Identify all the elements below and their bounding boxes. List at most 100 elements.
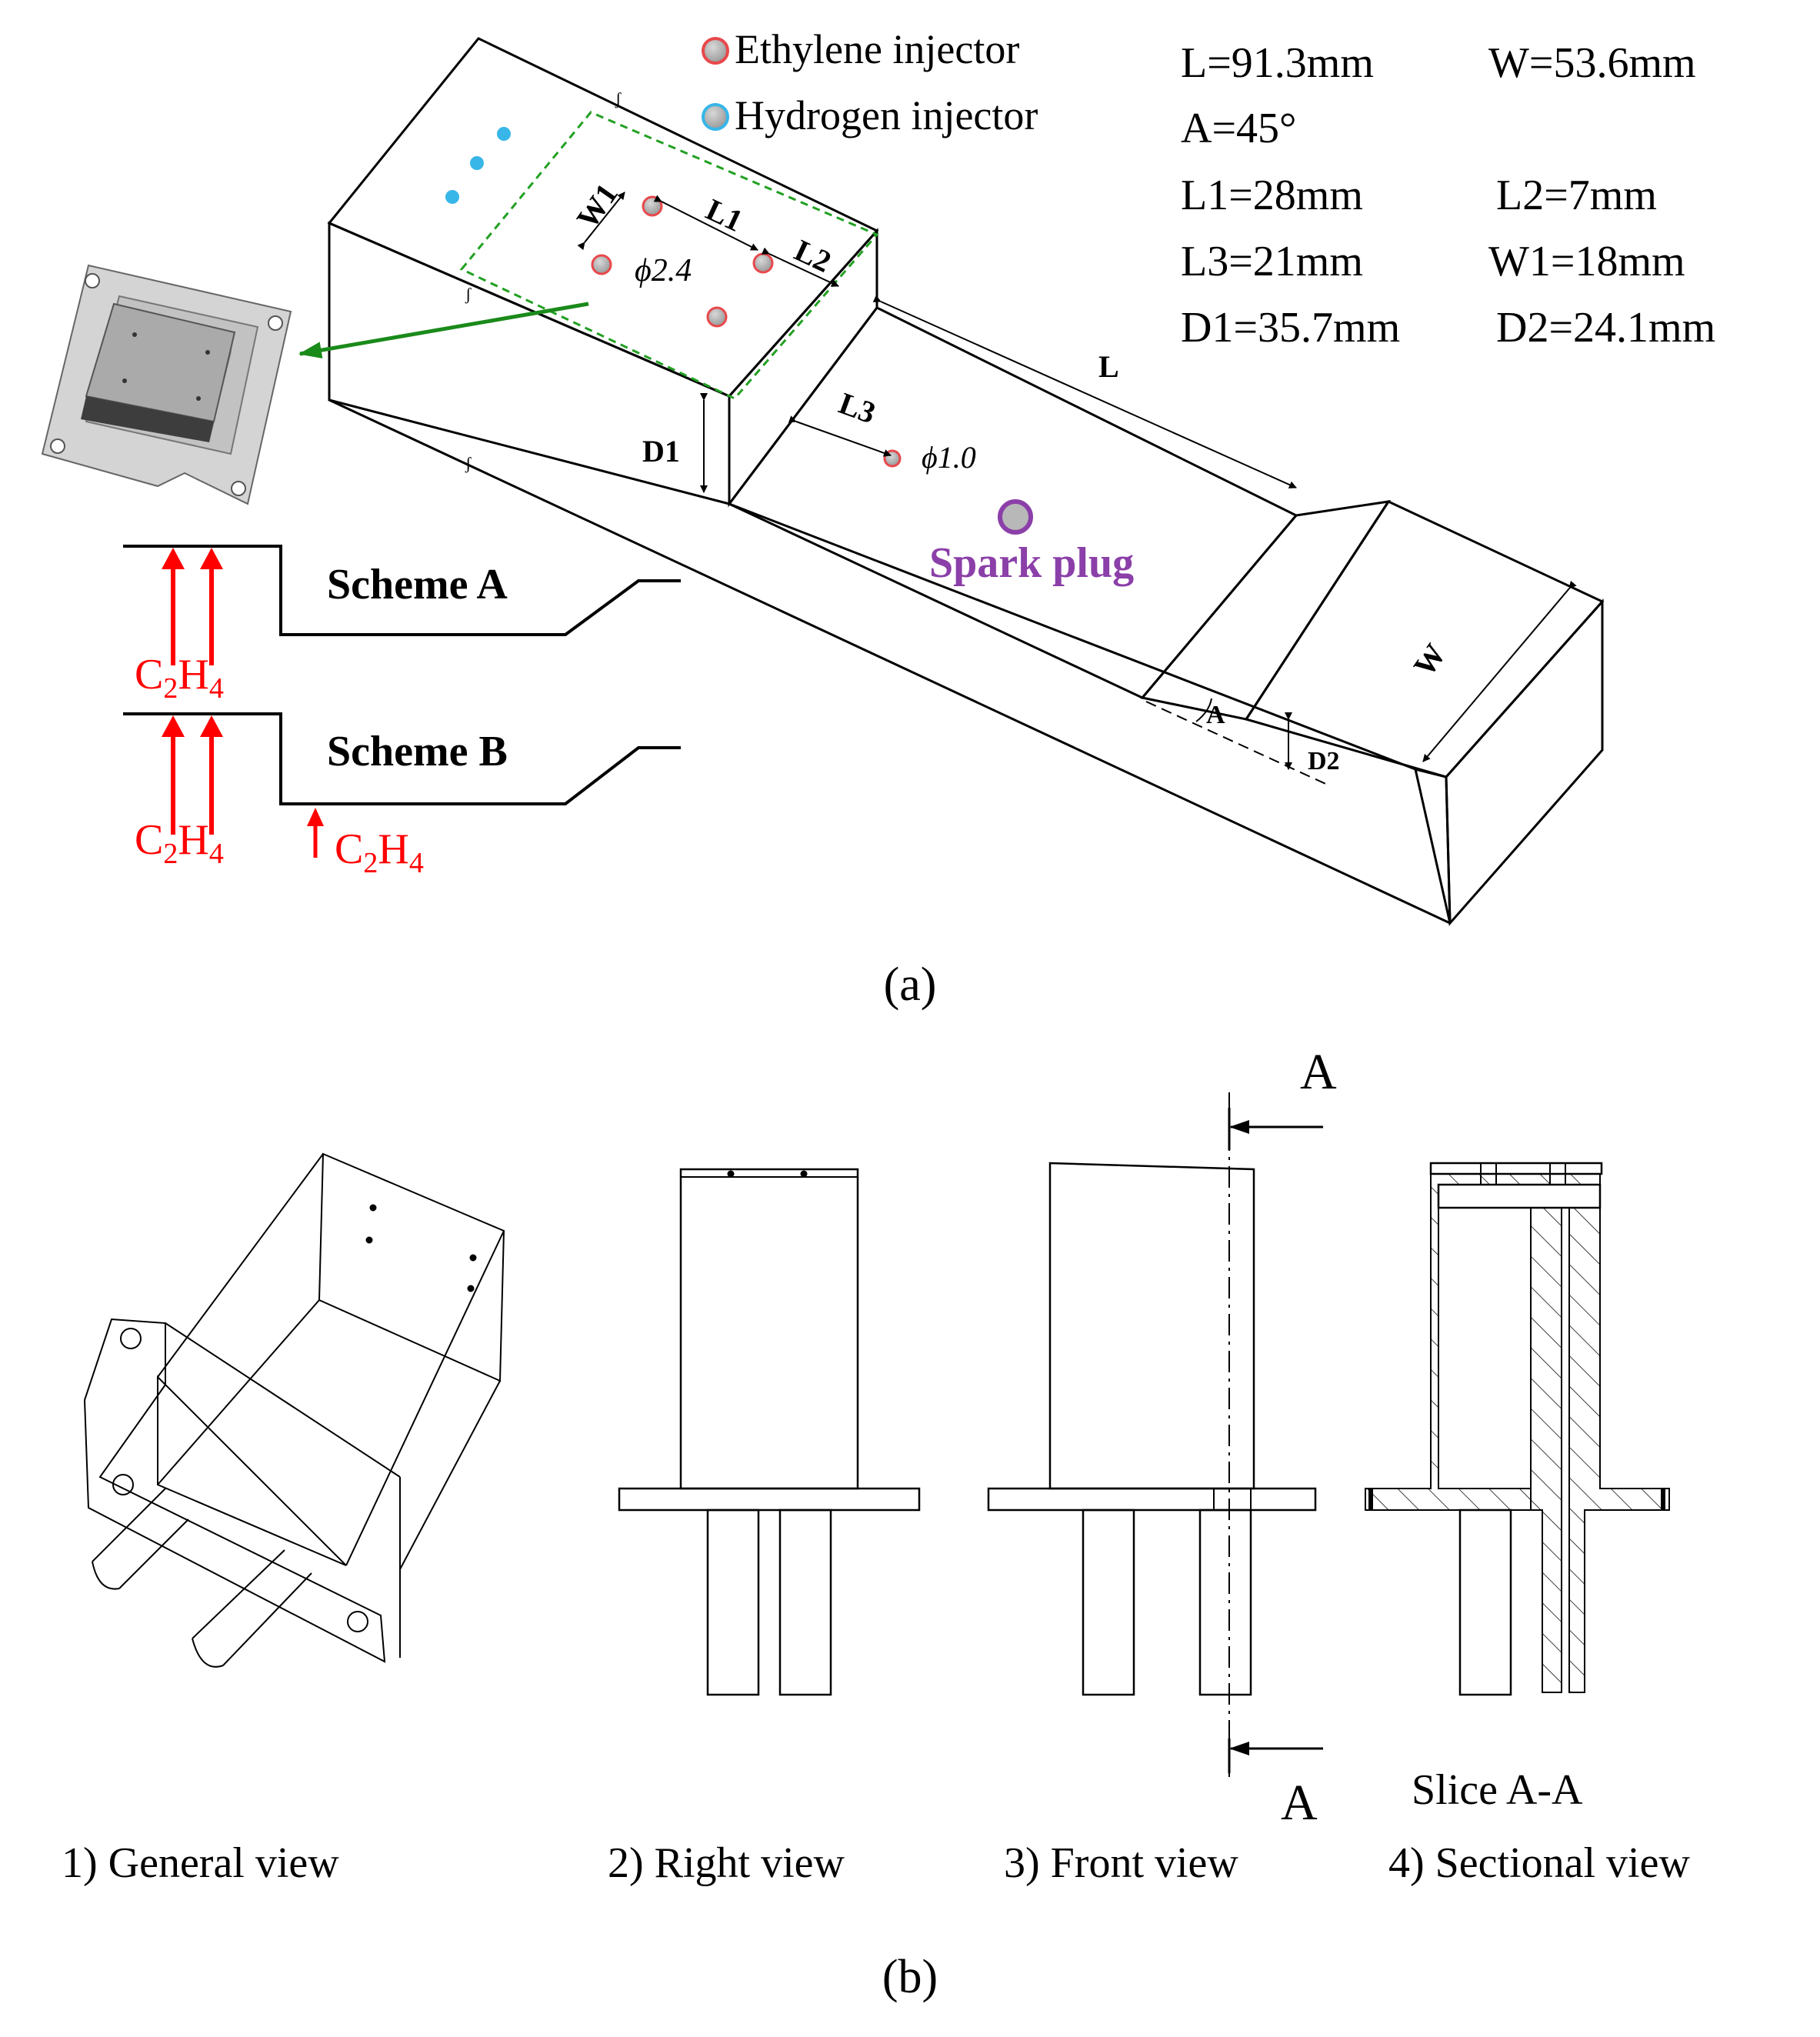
sv-hatched-body xyxy=(1365,1165,1670,1693)
injector-plate-thumbnail xyxy=(41,264,292,505)
parameter-list: L=91.3mm W=53.6mm A=45° L1=28mm L2=7mm L… xyxy=(1181,39,1715,352)
scheme-b-arrowhead xyxy=(307,808,324,826)
plate-injector-hole xyxy=(122,378,127,383)
gv-box-edge xyxy=(157,1299,320,1485)
plate-block-side xyxy=(209,332,235,442)
label-l1: L1 xyxy=(701,192,748,238)
cavity-baseline xyxy=(1145,701,1332,787)
panel-a-caption: (a) xyxy=(884,958,937,1011)
ethylene-injector-dot xyxy=(706,306,728,328)
plate-hole xyxy=(268,315,283,331)
ethylene-injectors xyxy=(591,195,902,468)
gv-pipe-2 xyxy=(192,1549,312,1668)
param-w: W=53.6mm xyxy=(1488,39,1696,87)
upper-block-side xyxy=(728,228,878,508)
gv-hole xyxy=(120,1328,142,1349)
dim-l1 xyxy=(653,195,758,251)
label-a: A xyxy=(1206,701,1225,729)
scheme-b: Scheme B C2H4 C2H4 xyxy=(123,712,681,879)
scheme-a-fuel-label: C2H4 xyxy=(135,651,224,705)
gv-flange-edge xyxy=(165,1322,401,1478)
plate-injector-hole xyxy=(196,396,201,401)
fv-flange-hole xyxy=(1213,1488,1252,1511)
param-d1: D1=35.7mm xyxy=(1181,304,1400,352)
right-block-front xyxy=(1414,767,1452,924)
ethylene-injector-dot-small xyxy=(883,449,902,468)
dim-l xyxy=(872,295,1297,488)
panel-a: ʃ ʃ ʃ xyxy=(41,26,1715,1011)
gv-box-edge xyxy=(345,1230,505,1566)
ethylene-legend-icon xyxy=(702,37,729,65)
right-block-side xyxy=(1445,598,1604,926)
fv-body xyxy=(1048,1162,1255,1490)
rv-body xyxy=(679,1168,859,1490)
ethylene-injector-dot xyxy=(591,254,612,275)
break-mark: ʃ xyxy=(465,285,472,304)
param-l2: L2=7mm xyxy=(1496,172,1657,219)
sv-pipe xyxy=(1458,1509,1512,1696)
break-mark: ʃ xyxy=(615,89,622,108)
label-l3: L3 xyxy=(835,385,880,430)
param-w1: W1=18mm xyxy=(1488,238,1685,285)
angle-arc xyxy=(1195,698,1212,722)
hydrogen-injector-dot xyxy=(470,156,484,170)
plate-hole xyxy=(50,438,65,454)
dim-w xyxy=(1422,580,1577,762)
gv-flange xyxy=(83,1318,386,1663)
gv-pipe-1 xyxy=(92,1488,189,1590)
scheme-b-profile xyxy=(123,712,681,805)
general-view-drawing xyxy=(83,1152,505,1668)
body-bottom-edge xyxy=(328,398,1451,925)
section-mark-bottom: A xyxy=(1281,1775,1318,1831)
ethylene-injector-dot xyxy=(642,195,663,217)
caption-general-view: 1) General view xyxy=(62,1839,339,1887)
label-w1: W1 xyxy=(570,177,625,235)
plate-hole xyxy=(231,481,246,496)
cavity-ramp xyxy=(1140,500,1392,721)
scheme-b-arrowhead xyxy=(200,715,223,737)
gv-hole xyxy=(347,1611,368,1632)
fv-pipe-2 xyxy=(1198,1509,1252,1696)
scheme-a-arrowhead xyxy=(162,548,185,569)
hydrogen-legend-icon xyxy=(702,103,729,131)
plate-injector-hole xyxy=(205,350,210,355)
front-view-drawing xyxy=(987,1092,1323,1777)
plate-hole xyxy=(85,273,100,288)
hydrogen-injector-dot xyxy=(497,127,511,141)
caption-front-view: 3) Front view xyxy=(1004,1839,1238,1887)
section-mark-top: A xyxy=(1300,1044,1337,1100)
rv-flange xyxy=(618,1487,921,1512)
dim-w1 xyxy=(577,192,625,251)
gv-injector-hole xyxy=(469,1254,477,1262)
gv-box-edge xyxy=(157,1153,324,1378)
scheme-a-arrowhead xyxy=(200,548,223,569)
sv-top-plate xyxy=(1429,1162,1603,1175)
rv-pipe-2 xyxy=(778,1509,832,1696)
label-d1: D1 xyxy=(642,434,680,468)
combustor-model: ʃ ʃ ʃ xyxy=(327,37,1605,926)
spark-plug-label: Spark plug xyxy=(929,539,1134,587)
panel-b-caption: (b) xyxy=(882,1951,938,2003)
gv-injector-hole xyxy=(369,1204,377,1212)
view-captions: 1) General view 2) Right view 3) Front v… xyxy=(62,1839,1690,1887)
plate-injector-hole xyxy=(132,332,137,337)
sectional-view-drawing xyxy=(1365,1162,1670,1696)
label-d2: D2 xyxy=(1308,747,1340,775)
gv-hole xyxy=(112,1474,134,1495)
rv-hole xyxy=(727,1170,735,1178)
ethylene-legend-label: Ethylene injector xyxy=(735,26,1019,72)
dim-l2 xyxy=(761,247,839,287)
injector-region-box xyxy=(459,111,879,400)
sv-plenum xyxy=(1437,1183,1602,1209)
spark-plug-marker xyxy=(998,499,1033,535)
green-pointer-arrow xyxy=(298,302,589,359)
fv-pipe-1 xyxy=(1082,1509,1135,1696)
scheme-b-arrowhead xyxy=(162,715,185,737)
param-a: A=45° xyxy=(1181,105,1296,152)
label-l2: L2 xyxy=(789,232,836,279)
caption-right-view: 2) Right view xyxy=(608,1839,845,1887)
break-mark: ʃ xyxy=(465,454,472,473)
caption-sectional-view: 4) Sectional view xyxy=(1388,1839,1690,1887)
